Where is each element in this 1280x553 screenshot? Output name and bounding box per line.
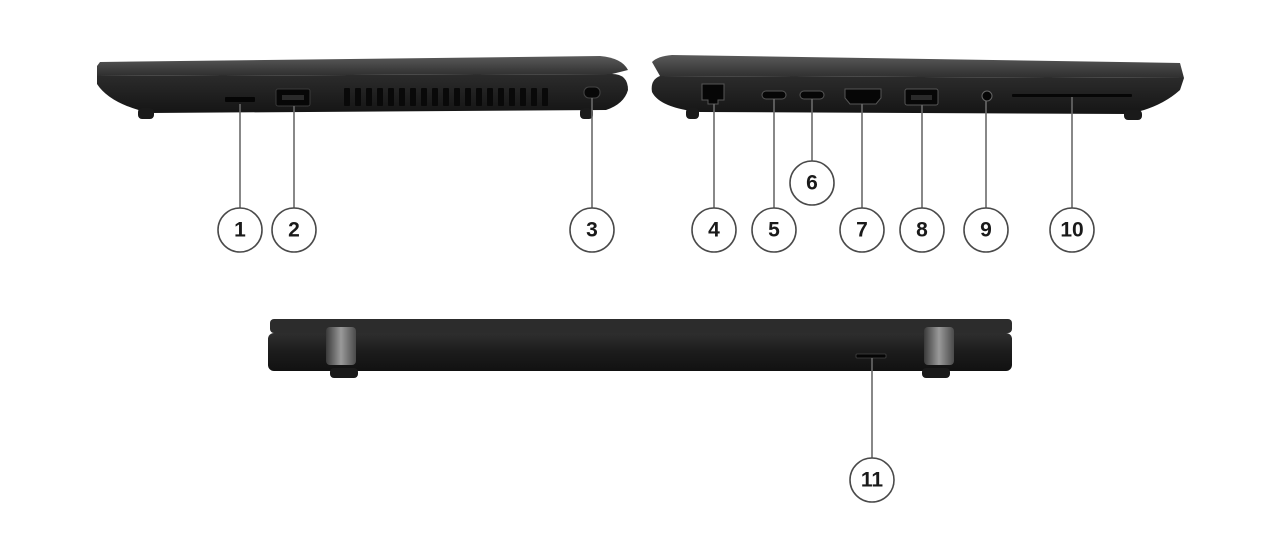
lid <box>97 56 628 76</box>
leader-lines <box>239 97 1073 458</box>
hinge <box>924 327 954 365</box>
callout-circle <box>569 207 615 253</box>
callout-label: 1 <box>234 219 246 242</box>
usb-a-tongue <box>911 95 932 100</box>
vent-grille <box>344 88 548 106</box>
callout-label: 5 <box>768 219 780 242</box>
usb-a-tongue <box>282 95 304 100</box>
callout-7: 7 <box>839 207 885 253</box>
security-lock-slot <box>583 86 601 99</box>
smart-card-slot <box>1012 94 1132 97</box>
callout-circle <box>751 207 797 253</box>
lid <box>652 55 1184 78</box>
audio-jack <box>981 90 993 102</box>
right-side-view <box>651 55 1184 120</box>
callout-6: 6 <box>789 160 835 206</box>
hinge <box>326 327 356 365</box>
foot <box>580 108 593 119</box>
callout-label: 2 <box>288 219 300 242</box>
sim-tray <box>855 353 887 359</box>
callout-label: 7 <box>856 219 868 242</box>
callout-label: 6 <box>806 172 818 195</box>
callout-circle <box>217 207 263 253</box>
callout-label: 4 <box>708 219 720 242</box>
callout-8: 8 <box>899 207 945 253</box>
callout-circle <box>849 457 895 503</box>
callout-label: 3 <box>586 219 598 242</box>
callout-circle <box>839 207 885 253</box>
foot <box>1124 110 1142 120</box>
rear-base <box>268 333 1012 371</box>
callout-10: 10 <box>1049 207 1095 253</box>
callout-label: 10 <box>1060 219 1083 242</box>
foot <box>330 368 358 378</box>
lid-edge <box>270 319 1012 333</box>
callout-label: 8 <box>916 219 928 242</box>
microsd-slot <box>225 97 255 102</box>
callout-label: 9 <box>980 219 992 242</box>
usb-c-port <box>761 90 787 100</box>
base <box>97 74 628 113</box>
callout-1: 1 <box>217 207 263 253</box>
foot <box>922 368 950 378</box>
callout-circle <box>271 207 317 253</box>
callout-5: 5 <box>751 207 797 253</box>
callout-circle <box>789 160 835 206</box>
hdmi-port <box>844 88 882 105</box>
left-side-view <box>97 56 628 119</box>
ethernet-port <box>701 83 725 105</box>
usb-c-port <box>799 90 825 100</box>
rear-view <box>268 319 1012 378</box>
callout-circle <box>899 207 945 253</box>
callout-4: 4 <box>691 207 737 253</box>
callout-3: 3 <box>569 207 615 253</box>
callout-circle <box>963 207 1009 253</box>
foot <box>686 108 699 119</box>
foot <box>138 108 154 119</box>
callout-9: 9 <box>963 207 1009 253</box>
callout-circle <box>691 207 737 253</box>
callout-label: 11 <box>861 469 884 492</box>
callout-circle <box>1049 207 1095 253</box>
callout-2: 2 <box>271 207 317 253</box>
callout-11: 11 <box>849 457 895 503</box>
